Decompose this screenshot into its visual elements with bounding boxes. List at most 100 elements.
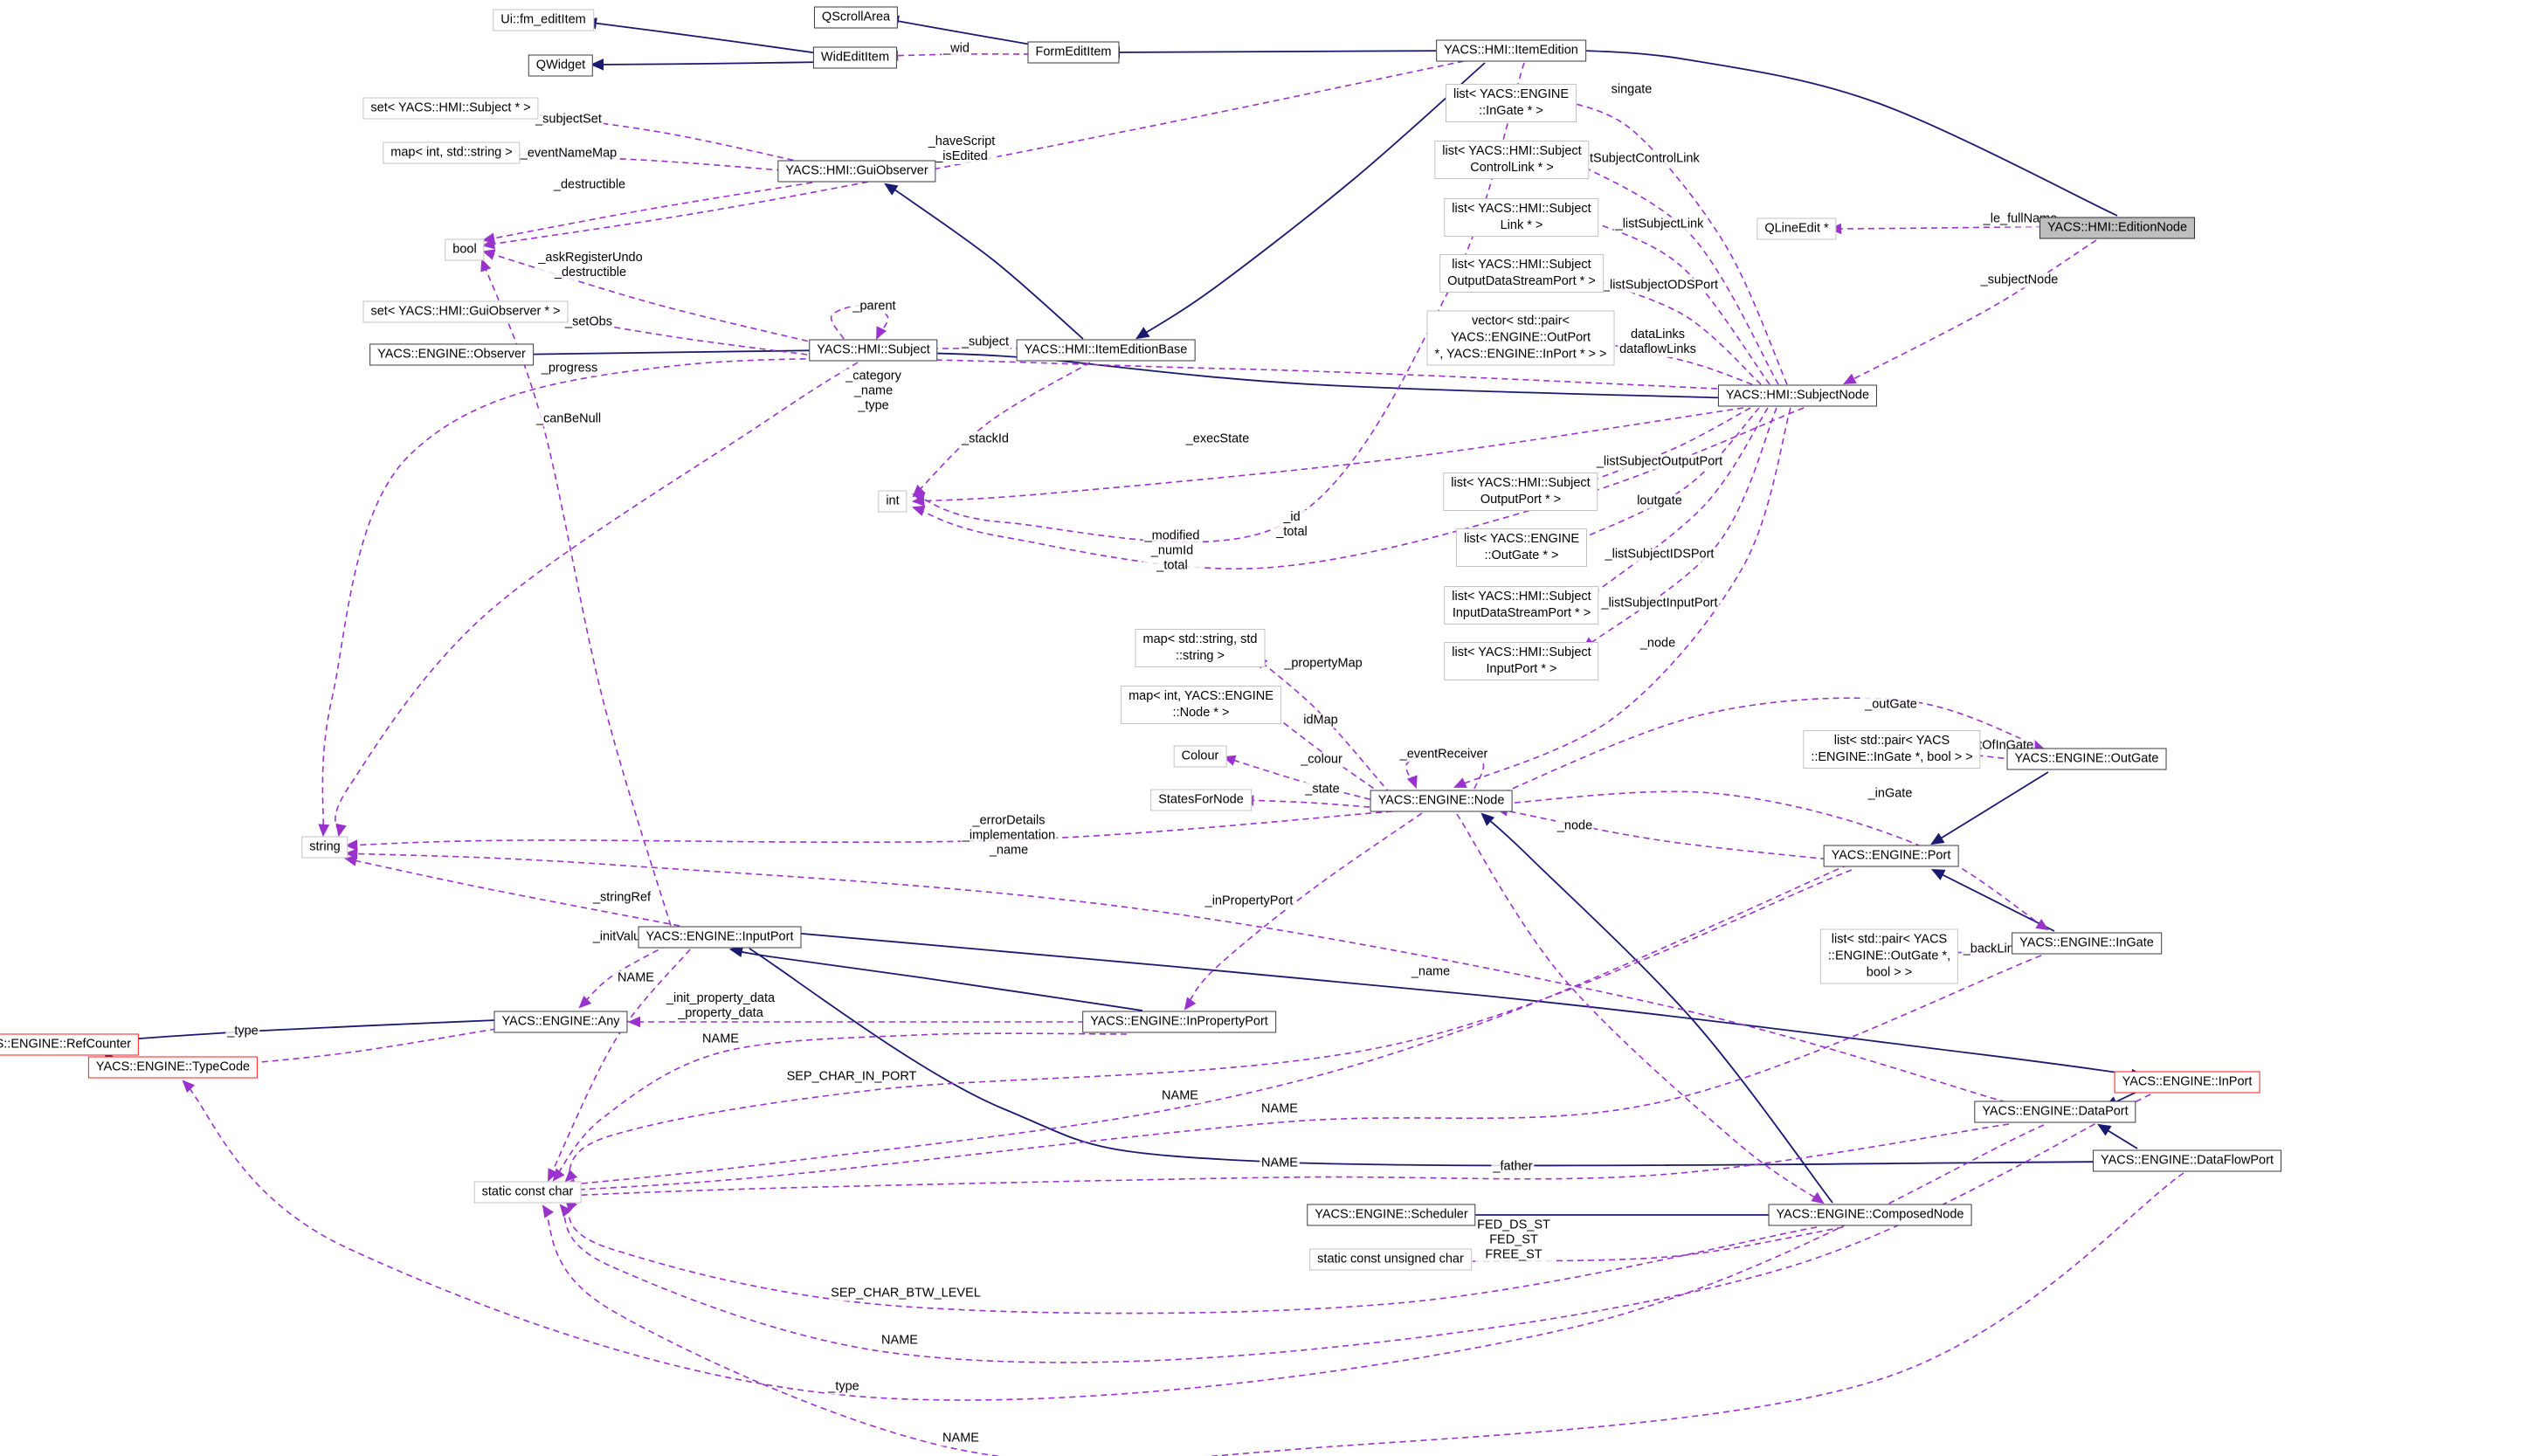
node-static_const_unsigned_char: static const unsigned char — [1309, 1248, 1472, 1271]
edge-label-line: _total — [1276, 525, 1308, 539]
node-editionnode[interactable]: YACS::HMI::EditionNode — [2039, 217, 2196, 239]
edge-label-line: SEP_CHAR_IN_PORT — [786, 1069, 917, 1084]
edge-inputport-to-inport — [772, 930, 2145, 1080]
edge-label-node-outgate: _outGate — [1863, 697, 1919, 713]
edge-label-line: _modified — [1144, 528, 1200, 543]
edge-label-line: _property_data — [678, 1006, 763, 1020]
node-label-line: list< YACS::ENGINE — [1453, 87, 1570, 101]
node-observer[interactable]: YACS::ENGINE::Observer — [369, 343, 534, 366]
edge-label-line: _name — [853, 383, 894, 398]
node-wid_edititem[interactable]: WidEditItem — [812, 46, 898, 69]
edge-inport-to-static_const_char — [559, 1094, 2151, 1363]
node-colour: Colour — [1173, 745, 1227, 768]
node-inpropertyport[interactable]: YACS::ENGINE::InPropertyPort — [1082, 1011, 1276, 1033]
node-label-line: QLineEdit * — [1764, 221, 1829, 236]
edge-subject-to-bool — [481, 249, 829, 347]
node-qscrollarea[interactable]: QScrollArea — [813, 6, 899, 29]
node-itemedition[interactable]: YACS::HMI::ItemEdition — [1436, 39, 1586, 62]
edge-label-inpropertyport-any: _init_property_data_property_data — [664, 991, 777, 1021]
edge-label-line: _stringRef — [592, 890, 652, 905]
node-label-line: YACS::ENGINE::RefCounter — [0, 1037, 132, 1052]
node-label-line: ::OutGate * > — [1484, 549, 1559, 562]
edge-label-guiobserver-set_subject: _subjectSet — [534, 112, 604, 128]
node-dataport[interactable]: YACS::ENGINE::DataPort — [1974, 1101, 2136, 1123]
node-inport[interactable]: YACS::ENGINE::InPort — [2114, 1071, 2260, 1094]
node-guiobserver[interactable]: YACS::HMI::GuiObserver — [777, 160, 936, 183]
node-label-line: map< int, std::string > — [390, 145, 513, 160]
node-label-line: YACS::ENGINE::Any — [501, 1014, 620, 1029]
node-inputport[interactable]: YACS::ENGINE::InputPort — [638, 926, 802, 949]
edge-label-line: _listSubjectIDSPort — [1605, 547, 1715, 562]
edge-label-line: _canBeNull — [535, 411, 602, 426]
node-label-line: map< std::string, std — [1142, 632, 1258, 646]
edge-wid_edititem-to-qwidget — [590, 59, 825, 71]
edge-label-line: FREE_ST — [1485, 1247, 1543, 1262]
node-node[interactable]: YACS::ENGINE::Node — [1370, 790, 1513, 812]
node-label-line: YACS::HMI::SubjectNode — [1725, 388, 1870, 403]
edge-label-line: loutgate — [1637, 493, 1682, 508]
node-label-line: static const char — [481, 1184, 574, 1199]
node-qlineedit: QLineEdit * — [1756, 217, 1837, 240]
edge-dataport-to-string — [344, 848, 2007, 1103]
edge-label-subject-string: _category_name_type — [844, 369, 903, 414]
node-label-line: YACS::HMI::GuiObserver — [785, 163, 928, 178]
node-label-line: bool — [452, 242, 477, 257]
node-label-line: int — [886, 493, 900, 508]
edge-label-line: _eventNameMap — [520, 146, 618, 161]
edge-any-to-typecode — [221, 1028, 497, 1071]
node-bool: bool — [445, 238, 485, 261]
edge-label-node-ingate: _inGate — [1866, 786, 1915, 802]
edge-label-inputport-string: _stringRef — [590, 890, 653, 906]
edge-label-line: NAME — [702, 1032, 739, 1046]
edge-label-node-colour: _colour — [1299, 752, 1344, 768]
edge-inputport-to-any — [578, 944, 668, 1009]
node-ingate[interactable]: YACS::ENGINE::InGate — [2012, 932, 2162, 955]
node-label-line: list< YACS::HMI::Subject — [1452, 258, 1591, 272]
node-label-line: InputDataStreamPort * > — [1452, 606, 1591, 620]
edge-subjectnode-to-node — [1453, 407, 1791, 788]
node-dataflowport[interactable]: YACS::ENGINE::DataFlowPort — [2093, 1149, 2281, 1172]
edge-label-line: _parent — [852, 299, 896, 314]
edge-port-to-static_const_char — [564, 869, 1853, 1183]
edge-formedititem-to-qscrollarea — [885, 15, 1042, 47]
node-vector_outport_inport: vector< std::pair<YACS::ENGINE::OutPort*… — [1426, 310, 1615, 366]
edge-label-line: dataflowLinks — [1619, 342, 1696, 356]
node-composednode[interactable]: YACS::ENGINE::ComposedNode — [1768, 1204, 1972, 1226]
edge-label-line: _haveScript — [928, 135, 996, 148]
node-label-line: YACS::ENGINE::Scheduler — [1315, 1207, 1468, 1222]
node-subject[interactable]: YACS::HMI::Subject — [809, 339, 938, 362]
edge-label-line: _inPropertyPort — [1204, 894, 1294, 908]
edge-inpropertyport-to-static_const_char — [552, 1032, 1128, 1182]
edge-label-inport-static_const_char: NAME — [880, 1333, 920, 1349]
node-refcounter[interactable]: YACS::ENGINE::RefCounter — [0, 1033, 140, 1056]
node-map_int_string: map< int, std::string > — [383, 141, 521, 164]
node-port[interactable]: YACS::ENGINE::Port — [1823, 845, 1959, 867]
edge-node-to-node — [1405, 751, 1485, 790]
node-label-line: string — [309, 839, 341, 854]
edge-port-to-node — [1494, 805, 1848, 862]
node-label-line: list< YACS::HMI::Subject — [1452, 590, 1591, 604]
node-label-line: YACS::ENGINE::DataPort — [1982, 1104, 2129, 1119]
node-any[interactable]: YACS::ENGINE::Any — [493, 1011, 628, 1033]
edge-label-line: _execState — [1185, 431, 1250, 446]
node-label-line: WidEditItem — [820, 50, 890, 65]
edge-label-formedititem-wid_edititem: _wid — [942, 41, 971, 57]
node-label-line: set< YACS::HMI::GuiObserver * > — [370, 304, 561, 319]
node-scheduler[interactable]: YACS::ENGINE::Scheduler — [1307, 1204, 1476, 1226]
node-static_const_char: static const char — [473, 1181, 582, 1204]
node-itemeditionbase[interactable]: YACS::HMI::ItemEditionBase — [1016, 339, 1196, 362]
node-formedititem[interactable]: FormEditItem — [1027, 41, 1120, 64]
node-label-line: vector< std::pair< — [1471, 314, 1570, 328]
node-qwidget[interactable]: QWidget — [528, 54, 594, 77]
node-outgate[interactable]: YACS::ENGINE::OutGate — [2006, 748, 2167, 770]
edge-ingate-to-static_const_char — [562, 955, 2042, 1196]
node-typecode[interactable]: YACS::ENGINE::TypeCode — [87, 1056, 259, 1079]
edge-label-ingate-static_const_char: NAME — [1260, 1101, 1300, 1117]
edge-itemedition-to-itemeditionbase — [1135, 62, 1486, 340]
edge-node-to-composednode — [1456, 813, 1825, 1204]
edge-label-itemeditionbase-subject: _subject — [959, 335, 1011, 350]
node-subjectnode[interactable]: YACS::HMI::SubjectNode — [1717, 384, 1878, 407]
node-label-line: YACS::ENGINE::InputPort — [645, 929, 794, 944]
